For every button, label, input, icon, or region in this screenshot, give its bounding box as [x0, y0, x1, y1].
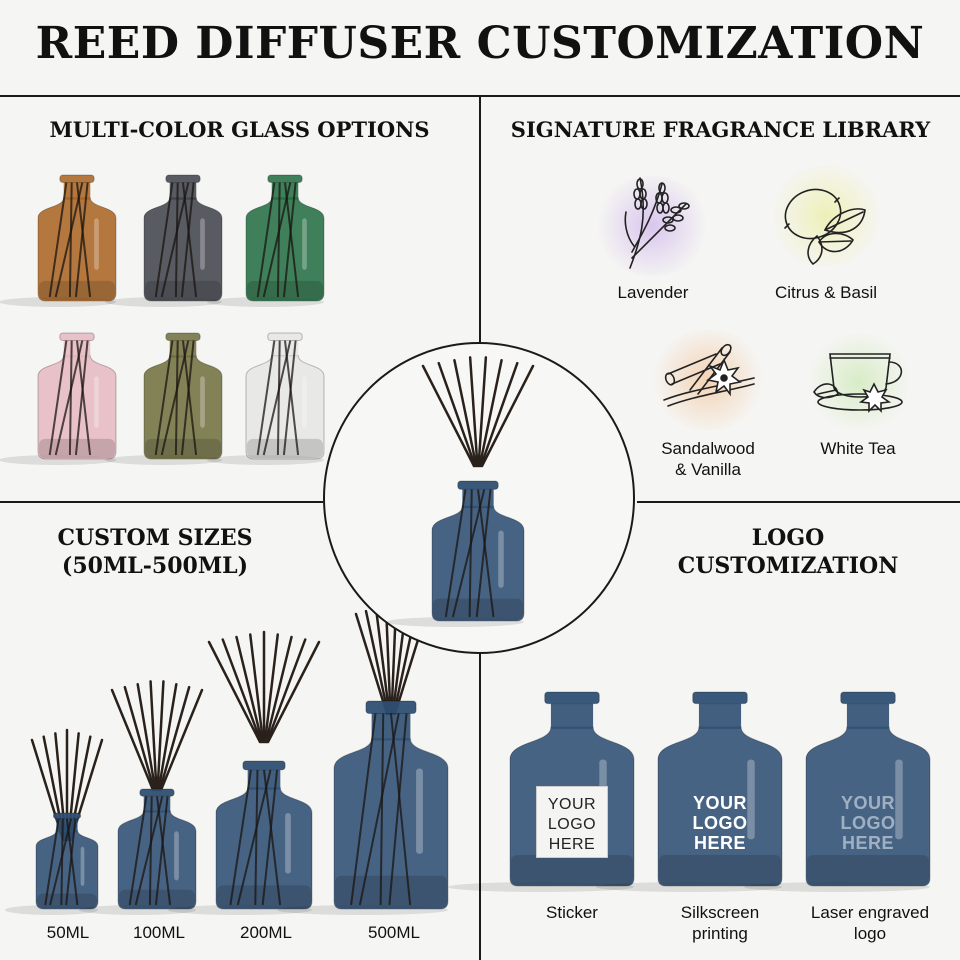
- bottle-size-200ml: [168, 760, 313, 915]
- bottle-logo-silkscreen: [596, 691, 783, 892]
- section-title-colors: MULTI-COLOR GLASS OPTIONS: [49, 117, 430, 142]
- cinnamon-vanilla-icon: [663, 343, 755, 407]
- divider-middle-left: [0, 501, 323, 503]
- fragrance-label-whitetea: White Tea: [820, 439, 896, 458]
- method-laser: Laser engraved logo: [796, 902, 944, 944]
- logo-sticker-text: YOUR LOGO HERE: [536, 795, 608, 855]
- section-title-logo: LOGO CUSTOMIZATION: [640, 524, 936, 580]
- bottle-clear: [207, 332, 325, 465]
- whitetea-glow: [804, 334, 914, 430]
- page-title: REED DIFFUSER CUSTOMIZATION: [35, 18, 925, 69]
- bottle-smoke: [105, 174, 223, 307]
- size-label-50ml: 50ML: [46, 923, 90, 942]
- method-silkscreen: Silkscreen printing: [660, 902, 780, 944]
- method-sticker-line1: Sticker: [546, 903, 598, 922]
- bottle-olive: [105, 332, 223, 465]
- logo-laser-line3: HERE: [841, 833, 894, 853]
- bottle-size-100ml: [79, 788, 197, 915]
- bottle-amber: [0, 174, 117, 307]
- logo-silkscreen-text: YOUR LOGO HERE: [680, 793, 760, 853]
- size-bottles: [5, 604, 449, 915]
- divider-vertical-top: [479, 95, 481, 345]
- fragrance-label-citrus: Citrus & Basil: [774, 283, 878, 302]
- method-sticker: Sticker: [516, 902, 628, 923]
- bottle-logo-laser: [744, 691, 931, 892]
- logo-sticker-line2: LOGO: [547, 816, 597, 833]
- lemon-basil-icon: [784, 188, 866, 266]
- logo-title-line2: CUSTOMIZATION: [677, 553, 899, 579]
- section-title-sizes: CUSTOM SIZES (50ML-500ML): [0, 524, 310, 580]
- section-title-fragrance: SIGNATURE FRAGRANCE LIBRARY: [510, 117, 931, 142]
- lavender-icon: [624, 177, 690, 269]
- logo-silkscreen-line1: YOUR: [692, 793, 747, 813]
- sizes-title-line2: (50ML-500ML): [61, 553, 249, 579]
- fragrance-label-sandalwood-line1: Sandalwood: [661, 439, 755, 458]
- color-bottles: [0, 174, 325, 465]
- center-reeds: [421, 356, 535, 468]
- logo-silkscreen-line2: LOGO: [692, 813, 748, 833]
- logo-silkscreen-line3: HERE: [693, 833, 746, 853]
- logo-laser-line2: LOGO: [840, 813, 896, 833]
- size-label-100ml: 100ML: [133, 923, 185, 942]
- method-silkscreen-line2: printing: [692, 924, 748, 943]
- size-label-500ml: 500ML: [368, 923, 420, 942]
- logo-sticker-label: [536, 786, 608, 858]
- reeds-500ml: [354, 604, 428, 716]
- divider-middle-right: [637, 501, 960, 503]
- reeds-100ml: [110, 680, 204, 792]
- method-laser-line2: logo: [853, 924, 887, 943]
- size-label-200ml: 200ML: [240, 923, 292, 942]
- bottle-pink: [0, 332, 117, 465]
- logo-laser-line1: YOUR: [840, 793, 895, 813]
- fragrance-label-sandalwood: Sandalwood & Vanilla: [630, 438, 786, 480]
- logo-laser-text: YOUR LOGO HERE: [828, 793, 908, 853]
- bottle-size-500ml: [277, 700, 449, 915]
- bottle-green: [207, 174, 325, 307]
- method-silkscreen-line1: Silkscreen: [680, 903, 760, 922]
- method-laser-line1: Laser engraved: [810, 903, 930, 922]
- bottle-size-50ml: [5, 812, 99, 915]
- fragrance-label-sandalwood-line2: & Vanilla: [675, 460, 741, 479]
- logo-sticker-line1: YOUR: [547, 796, 597, 813]
- divider-vertical-bottom: [479, 652, 481, 960]
- logo-sticker-line3: HERE: [548, 836, 596, 853]
- teacup-icon: [813, 353, 903, 413]
- lavender-glow: [592, 176, 712, 276]
- fragrance-label-lavender: Lavender: [617, 283, 689, 302]
- reeds-200ml: [207, 630, 321, 744]
- bottle-center-blue: [386, 480, 525, 627]
- logo-title-line1: LOGO: [751, 525, 825, 551]
- sizes-title-line1: CUSTOM SIZES: [57, 525, 253, 551]
